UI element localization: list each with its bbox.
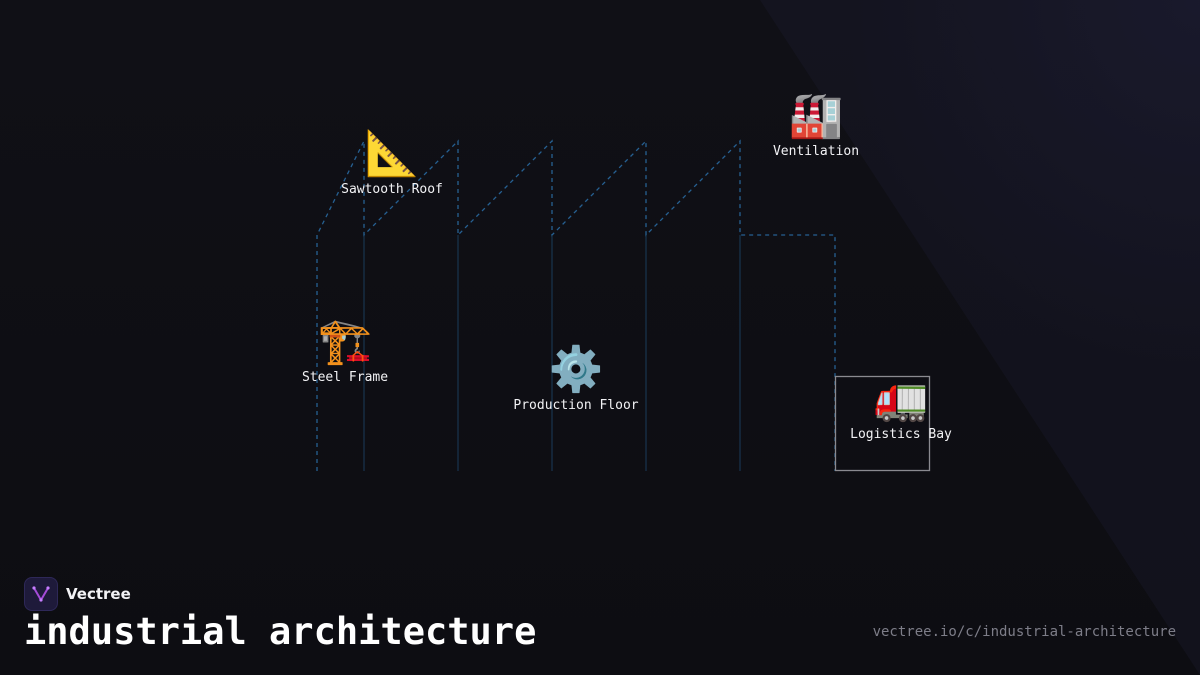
logistics-bay-label: Logistics Bay	[850, 427, 952, 442]
gear-icon: ⚙️	[548, 344, 604, 395]
brand-name: Vectree	[66, 585, 131, 603]
factory-icon: 🏭	[788, 90, 844, 141]
production-floor-label: Production Floor	[513, 398, 639, 413]
vectree-logo-icon	[24, 577, 58, 611]
page-url-link[interactable]: vectree.io/c/industrial-architecture	[872, 624, 1176, 640]
production-floor-node: ⚙️ Production Floor	[513, 344, 639, 414]
brand[interactable]: Vectree	[24, 577, 131, 611]
logistics-bay-box	[834, 375, 931, 472]
sawtooth-roof-node: 📐 Sawtooth Roof	[341, 128, 443, 198]
building-construction-icon: 🏗️	[317, 316, 373, 367]
truck-icon: 🚛	[873, 373, 929, 424]
ventilation-node: 🏭 Ventilation	[772, 90, 860, 160]
triangular-ruler-icon: 📐	[364, 128, 420, 179]
logistics-bay-node: 🚛 Logistics Bay	[850, 373, 952, 443]
steel-frame-node: 🏗️ Steel Frame	[301, 316, 389, 386]
ventilation-label: Ventilation	[772, 144, 860, 159]
sawtooth-roof-label: Sawtooth Roof	[341, 182, 443, 197]
building-profile	[316, 139, 836, 471]
steel-frame-label: Steel Frame	[301, 370, 389, 385]
page-title: industrial architecture	[24, 610, 537, 653]
